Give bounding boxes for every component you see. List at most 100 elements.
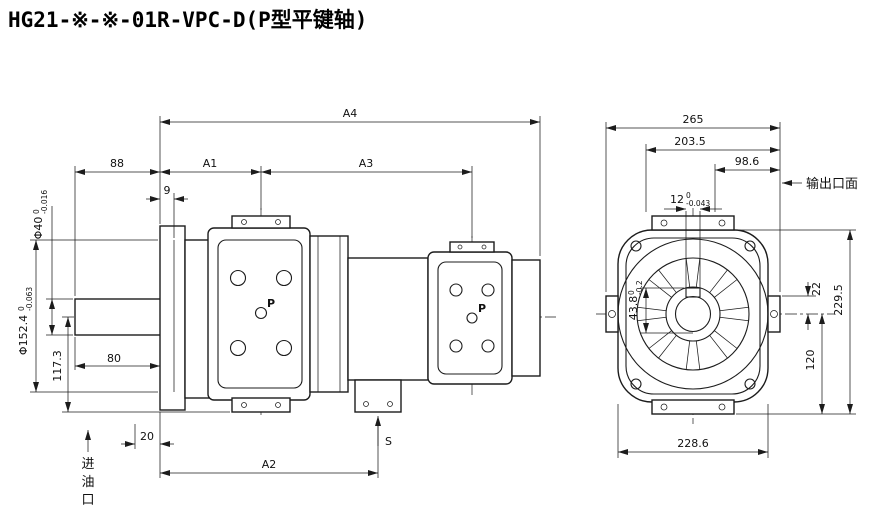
- bolt-hole: [660, 403, 668, 411]
- end-view: [596, 208, 834, 424]
- dim-a3-label: A3: [359, 157, 374, 170]
- rear-pump-face: [437, 261, 503, 375]
- center-section: [309, 235, 349, 393]
- dim-9: 9: [146, 184, 188, 238]
- dim-12-label: 12: [670, 193, 684, 206]
- mounting-flange: [159, 225, 186, 411]
- bolt-hole: [660, 219, 668, 227]
- bolt-hole: [457, 244, 463, 250]
- dim-80: 80: [74, 337, 160, 370]
- rear-pump-bolt: [481, 283, 495, 297]
- dim-43-sup: 0: [627, 290, 636, 295]
- p-mark-front: P: [267, 297, 275, 310]
- dim-43-label: 43.8: [627, 296, 640, 321]
- end-view-body: [617, 229, 769, 403]
- side-view: P P: [62, 208, 556, 416]
- dim-a2: A2: [160, 418, 379, 478]
- dim-phi152-label: Φ152.4: [17, 315, 30, 355]
- tab-hole: [608, 310, 616, 318]
- rear-pump-body: [427, 251, 513, 385]
- dim-a2-label: A2: [262, 458, 277, 471]
- dim-20-label: 20: [140, 430, 154, 443]
- bolt-hole: [275, 219, 281, 225]
- rear-pump-bolt: [449, 283, 463, 297]
- dim-228-6: 228.6: [617, 404, 769, 458]
- dim-a1-label: A1: [203, 157, 218, 170]
- front-pump-bolt: [229, 339, 247, 357]
- front-pump-bolt: [275, 269, 293, 287]
- bolt-hole: [718, 219, 726, 227]
- dim-203-label: 203.5: [674, 135, 706, 148]
- dim-117-label: 117.3: [51, 350, 64, 382]
- bolt-hole: [275, 402, 281, 408]
- dim-phi40: Φ40 0 -0.016: [32, 190, 73, 336]
- right-side-tab: [767, 295, 781, 333]
- end-cover: [511, 259, 541, 377]
- dim-229-5: 229.5: [736, 229, 856, 414]
- dim-phi152-sup: 0: [17, 306, 26, 311]
- corner-bolt: [630, 240, 642, 252]
- radial-ribs: [637, 258, 749, 370]
- s-port-callout: S: [375, 416, 392, 448]
- inlet-label-char3: 口: [81, 493, 94, 508]
- front-pump-bolt: [275, 339, 293, 357]
- outlet-face-callout: 输出口面: [782, 176, 858, 192]
- rear-pump-bolt: [449, 339, 463, 353]
- dim-a4: A4: [159, 107, 541, 256]
- dim-98-label: 98.6: [735, 155, 760, 168]
- bottom-port-face: [651, 399, 735, 415]
- dim-203-5: 203.5: [645, 135, 780, 212]
- top-port-face: [651, 215, 735, 231]
- dim-117-3: 117.3: [51, 317, 230, 413]
- dim-229-label: 229.5: [832, 284, 845, 316]
- dim-phi152-sub: -0.063: [25, 287, 34, 311]
- bearing-boss-circle: [617, 238, 769, 390]
- inlet-label-char1: 进: [81, 457, 94, 472]
- dim-12-sub: -0.043: [686, 199, 710, 208]
- outlet-face-label: 输出口面: [806, 176, 858, 192]
- tab-hole: [770, 310, 778, 318]
- bolt-hole: [387, 401, 393, 407]
- bolt-hole: [241, 219, 247, 225]
- rear-pump-bolt: [481, 339, 495, 353]
- front-pump-pilot: [254, 306, 268, 320]
- dim-chain-88-a1-a3: 88 A1 A3: [74, 157, 473, 296]
- inlet-port-callout: 进 油 口: [81, 430, 95, 508]
- dim-265-label: 265: [683, 113, 704, 126]
- inlet-label-char2: 油: [81, 475, 94, 490]
- dim-keyway-12: 12 0 -0.043: [664, 191, 722, 292]
- keyway-slot: [685, 287, 701, 298]
- left-side-tab: [605, 295, 619, 333]
- rear-top-port: [449, 241, 495, 253]
- dim-120-label: 120: [804, 350, 817, 371]
- transition-housing: [347, 257, 429, 381]
- dim-120: 120: [736, 314, 856, 415]
- hub-circle: [665, 286, 721, 342]
- dim-phi40-sup: 0: [32, 209, 41, 214]
- top-port-flange: [231, 215, 291, 229]
- rear-inlet-port: [354, 379, 402, 413]
- dim-43-sub: -0.2: [635, 280, 644, 295]
- s-port-label: S: [385, 435, 392, 448]
- rib-ring-circle: [636, 257, 750, 371]
- dim-phi40-label: Φ40: [32, 217, 45, 240]
- dim-a4-label: A4: [343, 107, 358, 120]
- drawing-title: HG21-※-※-01R-VPC-D(P型平键轴): [8, 8, 367, 32]
- front-pump-bolt: [229, 269, 247, 287]
- dim-phi152: Φ152.4 0 -0.063: [17, 239, 158, 393]
- dim-20: 20: [121, 412, 174, 478]
- dim-phi40-sub: -0.016: [40, 190, 49, 214]
- corner-bolt: [630, 378, 642, 390]
- corner-bolt: [744, 240, 756, 252]
- corner-bolt: [744, 378, 756, 390]
- rear-pump-pilot: [466, 312, 478, 324]
- dim-22: 22: [782, 282, 823, 330]
- inlet-port-flange: [231, 397, 291, 413]
- bolt-hole: [241, 402, 247, 408]
- dim-12-sup: 0: [686, 191, 691, 200]
- drive-shaft: [74, 298, 162, 336]
- dim-22-label: 22: [810, 282, 823, 296]
- front-pump-face: [217, 239, 303, 389]
